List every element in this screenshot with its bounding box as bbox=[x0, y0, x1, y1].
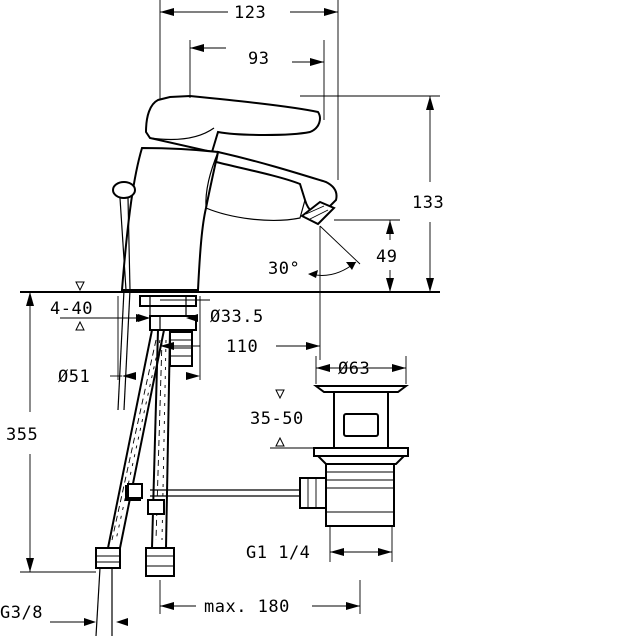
faucet-body bbox=[20, 94, 440, 293]
dim-projection: 110 bbox=[226, 337, 258, 357]
dim-hose-thread: G3/8 bbox=[0, 603, 43, 623]
dim-base-diameter: Ø33.5 bbox=[210, 307, 264, 327]
waste-assembly bbox=[127, 385, 409, 527]
dim-spout-height: 49 bbox=[376, 247, 397, 267]
mounting-assembly bbox=[117, 289, 197, 411]
dim-overall-width: 123 bbox=[234, 3, 266, 23]
dimension-lines bbox=[20, 0, 440, 626]
dim-flange-diameter: Ø51 bbox=[58, 367, 90, 387]
dim-hose-length: 355 bbox=[6, 425, 38, 445]
dim-waste-thread: G1 1/4 bbox=[246, 543, 310, 563]
dim-lever-reach: 93 bbox=[248, 49, 269, 69]
dim-rod-reach: max. 180 bbox=[204, 597, 290, 617]
dim-thickness-range: 4-40 bbox=[50, 299, 93, 319]
dim-waste-diameter: Ø63 bbox=[338, 359, 370, 379]
dim-spout-angle: 30° bbox=[268, 259, 300, 279]
flexible-hoses bbox=[95, 329, 175, 637]
dim-height: 133 bbox=[412, 193, 444, 213]
dim-waste-range: 35-50 bbox=[250, 409, 304, 429]
